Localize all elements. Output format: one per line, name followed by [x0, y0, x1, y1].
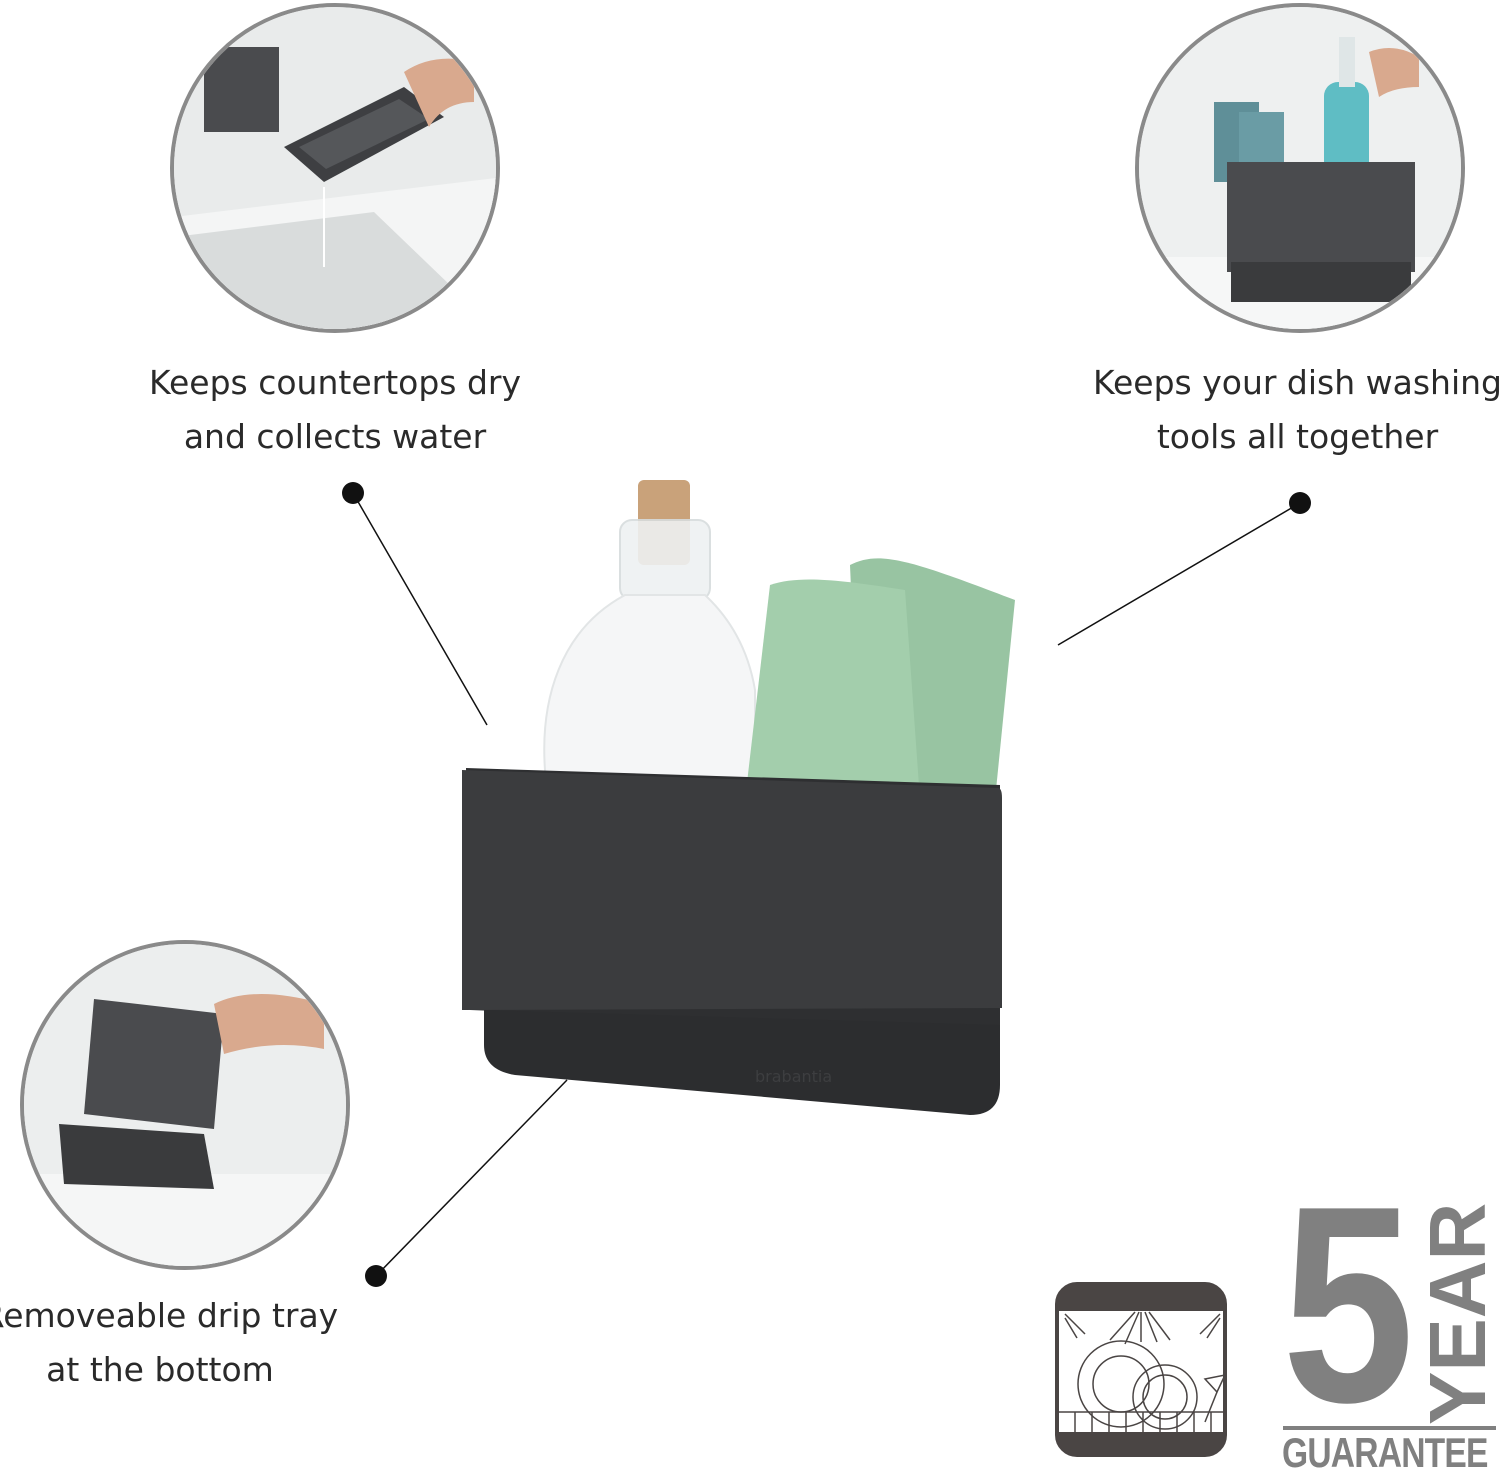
caption-line: tools all together — [1156, 417, 1439, 456]
product-sink-caddy: brabantia — [462, 480, 1015, 1115]
photo-removable-tray — [20, 940, 350, 1270]
feature-caption-countertops: Keeps countertops dry and collects water — [135, 356, 535, 464]
callout-dot — [365, 1265, 387, 1287]
caption-line: and collects water — [183, 417, 487, 456]
dish-cloth — [745, 558, 1015, 800]
callout-dot — [1289, 492, 1311, 514]
caption-line: Keeps countertops dry — [148, 363, 521, 402]
photo-caddy-with-tools — [1135, 3, 1465, 333]
guarantee-label: GUARANTEE — [1282, 1429, 1488, 1476]
dishwasher-safe-icon — [1055, 1282, 1227, 1457]
feature-caption-drip-tray: Removeable drip tray at the bottom — [0, 1289, 340, 1397]
brand-logo: brabantia — [755, 1067, 832, 1086]
callout-dot — [342, 482, 364, 504]
caption-line: at the bottom — [46, 1350, 274, 1389]
caption-line: Keeps your dish washing — [1093, 363, 1500, 402]
guarantee-divider — [1283, 1426, 1496, 1430]
guarantee-unit: YEAR — [1413, 1202, 1500, 1425]
drip-tray — [484, 1010, 1000, 1115]
feature-caption-tools: Keeps your dish washing tools all togeth… — [1090, 356, 1500, 464]
caption-line: Removeable drip tray — [0, 1296, 339, 1335]
photo-drip-tray-emptying — [170, 3, 500, 333]
guarantee-number: 5 — [1282, 1185, 1415, 1425]
glass-bottle — [543, 480, 756, 801]
